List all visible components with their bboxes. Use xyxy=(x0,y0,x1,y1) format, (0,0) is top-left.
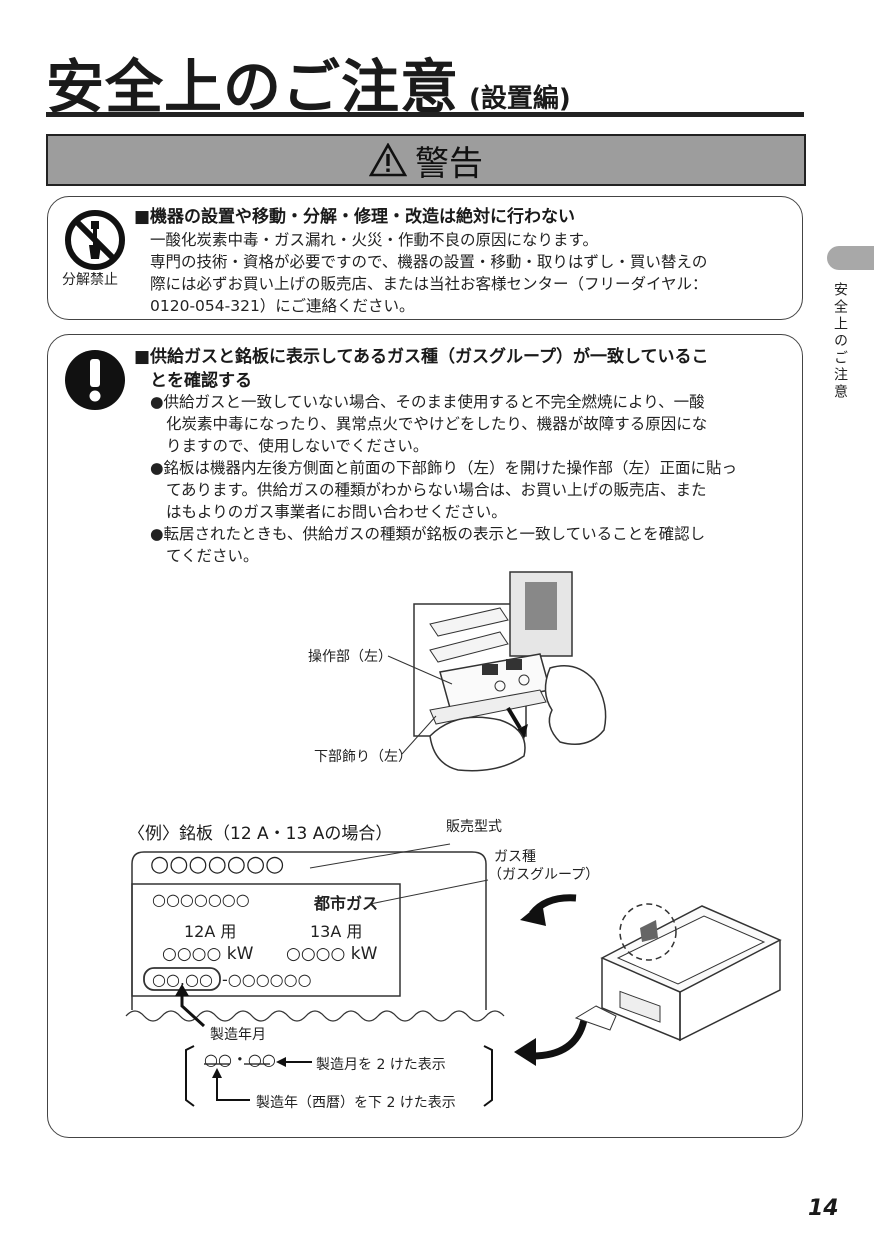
operation-panel-leader xyxy=(387,655,453,685)
warning-header: 警告 xyxy=(46,134,806,186)
side-index-label: 安全上のご注意 xyxy=(832,282,848,401)
bullet-3-line: ●転居されたときも、供給ガスの種類が銘板の表示と一致していることを確認し xyxy=(150,525,706,543)
control-panel-illustration xyxy=(413,571,607,772)
plate-kw-2: ○○○○ kW xyxy=(286,944,378,964)
bullet-3-line: てください。 xyxy=(166,547,259,565)
date-bracket-drawing xyxy=(185,1045,493,1107)
model-label: 販売型式 xyxy=(446,819,502,835)
manufacturing-date-label: 製造年月 xyxy=(210,1027,266,1043)
warning-label: 警告 xyxy=(415,143,483,184)
gas-group-label: （ガスグループ） xyxy=(488,867,600,883)
plate-row1-left: ○○○○○○○ xyxy=(152,890,250,909)
month-note: 製造月を 2 けた表示 xyxy=(316,1057,446,1073)
page-title: 安全上のご注意 (設置編) xyxy=(46,40,571,124)
rating-plate-drawing xyxy=(125,843,505,1028)
cooktop-illustration xyxy=(514,894,782,1066)
page-title-sub: (設置編) xyxy=(469,84,571,114)
plate-serial-date: ○○.○○ xyxy=(152,970,213,989)
page-title-main: 安全上のご注意 xyxy=(46,53,460,121)
bullet-2-line: てあります。供給ガスの種類がわからない場合は、お買い上げの販売店、また xyxy=(166,481,707,499)
bullet-1-line: ●供給ガスと一致していない場合、そのまま使用すると不完全燃焼により、一酸 xyxy=(150,393,705,411)
section1-line: 専門の技術・資格が必要ですので、機器の設置・移動・取りはずし・買い替えの xyxy=(150,253,708,271)
lower-trim-leader xyxy=(401,715,437,755)
plate-model: ○○○○○○○ xyxy=(150,852,285,877)
prohibition-panel: 分解禁止 ■機器の設置や移動・分解・修理・改造は絶対に行わない 一酸化炭素中毒・… xyxy=(47,196,803,320)
section1-line: 0120-054-321）にご連絡ください。 xyxy=(150,297,415,315)
plate-row1-right: 都市ガス xyxy=(314,894,379,913)
operation-panel-label: 操作部（左） xyxy=(308,649,392,665)
warning-triangle-icon xyxy=(369,143,407,177)
bullet-1-line: りますので、使用しないでください。 xyxy=(166,437,429,455)
lower-trim-label: 下部飾り（左） xyxy=(314,749,412,765)
section1-line: 際には必ずお買い上げの販売店、または当社お客様センター（フリーダイヤル： xyxy=(150,275,708,293)
year-note: 製造年（西暦）を下 2 けた表示 xyxy=(256,1095,456,1111)
section2-heading: とを確認する xyxy=(150,371,252,391)
section1-line: 一酸化炭素中毒・ガス漏れ・火災・作動不良の原因になります。 xyxy=(150,231,598,249)
section2-heading: ■供給ガスと銘板に表示してあるガス種（ガスグループ）が一致しているこ xyxy=(134,347,709,367)
bullet-2-line: はもよりのガス事業者にお問い合わせください。 xyxy=(166,503,507,521)
title-underline xyxy=(46,112,804,117)
bullet-1-line: 化炭素中毒になったり、異常点火でやけどをしたり、機器が故障する原因にな xyxy=(166,415,708,433)
plate-kw-1: ○○○○ kW xyxy=(162,944,254,964)
section1-heading: ■機器の設置や移動・分解・修理・改造は絶対に行わない xyxy=(134,207,576,227)
no-disassembly-icon xyxy=(65,210,125,270)
bullet-2-line: ●銘板は機器内左後方側面と前面の下部飾り（左）を開けた操作部（左）正面に貼っ xyxy=(150,459,738,477)
plate-gas-12a: 12A 用 xyxy=(184,922,237,941)
plate-serial-rest: -○○○○○○ xyxy=(222,970,312,989)
example-title: 〈例〉銘板（12 A・13 Aの場合） xyxy=(128,824,393,844)
prohibit-label: 分解禁止 xyxy=(62,272,118,288)
page-number: 14 xyxy=(808,1196,839,1221)
plate-gas-13a: 13A 用 xyxy=(310,922,363,941)
side-index-tab xyxy=(827,246,874,270)
gas-type-label: ガス種 xyxy=(494,849,536,865)
mandatory-exclamation-icon xyxy=(65,350,125,410)
date-example: ○○・○○ xyxy=(204,1050,276,1069)
